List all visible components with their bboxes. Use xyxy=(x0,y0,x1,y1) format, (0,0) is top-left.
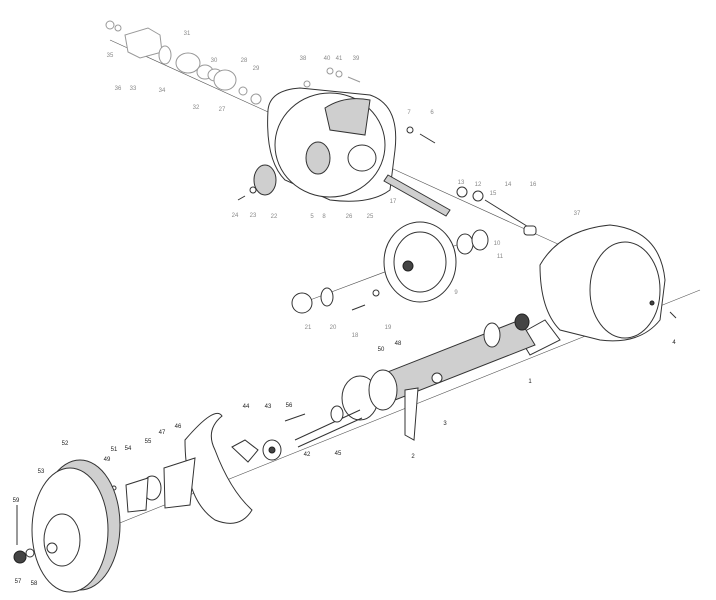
pinion-flange xyxy=(105,20,262,105)
part-label: 29 xyxy=(253,66,260,72)
part-label: 45 xyxy=(335,451,342,457)
part-label: 53 xyxy=(38,469,45,475)
part-label: 9 xyxy=(454,290,458,296)
part-label: 33 xyxy=(130,86,137,92)
part-label: 10 xyxy=(494,241,501,247)
part-label: 41 xyxy=(336,56,343,62)
part-label: 46 xyxy=(175,424,182,430)
part-label: 27 xyxy=(219,107,226,113)
part-label: 48 xyxy=(395,341,402,347)
axle-housing xyxy=(379,224,677,401)
part-label: 43 xyxy=(265,404,272,410)
part-label: 17 xyxy=(390,199,397,205)
part-label: 8 xyxy=(322,214,326,220)
part-label: 1 xyxy=(528,379,532,385)
part-label: 56 xyxy=(286,403,293,409)
part-label: 25 xyxy=(367,214,374,220)
part-label: 20 xyxy=(330,325,337,331)
ring-gear-and-pinion xyxy=(291,174,537,314)
part-label: 15 xyxy=(490,191,497,197)
part-label: 23 xyxy=(250,213,257,219)
brake-backing-plate xyxy=(103,412,253,524)
part-label: 26 xyxy=(346,214,353,220)
part-label: 35 xyxy=(107,53,114,59)
part-label: 36 xyxy=(115,86,122,92)
part-label: 28 xyxy=(241,58,248,64)
part-label: 2 xyxy=(411,454,415,460)
part-label: 40 xyxy=(324,56,331,62)
part-label: 24 xyxy=(232,213,239,219)
part-label: 37 xyxy=(574,211,581,217)
part-label: 52 xyxy=(62,441,69,447)
part-label: 30 xyxy=(211,58,218,64)
part-label: 19 xyxy=(385,325,392,331)
part-label: 7 xyxy=(407,110,411,116)
part-label: 31 xyxy=(184,31,191,37)
part-label: 39 xyxy=(353,56,360,62)
part-label: 21 xyxy=(305,325,312,331)
part-label: 11 xyxy=(497,254,504,260)
axle-shaft-and-bearings xyxy=(231,369,443,463)
part-label: 51 xyxy=(111,447,118,453)
part-label: 44 xyxy=(243,404,250,410)
part-label: 38 xyxy=(300,56,307,62)
part-label: 47 xyxy=(159,430,166,436)
part-label: 59 xyxy=(13,498,20,504)
part-labels: 35 36 33 34 31 32 30 27 28 29 38 40 41 3… xyxy=(13,31,677,587)
part-label: 49 xyxy=(104,457,111,463)
part-label: 50 xyxy=(378,347,385,353)
part-label: 34 xyxy=(159,88,166,94)
part-label: 14 xyxy=(505,182,512,188)
brake-drum xyxy=(13,459,121,593)
part-label: 3 xyxy=(443,421,447,427)
part-label: 58 xyxy=(31,581,38,587)
part-label: 5 xyxy=(310,214,314,220)
part-label: 54 xyxy=(125,446,132,452)
part-label: 55 xyxy=(145,439,152,445)
part-label: 22 xyxy=(271,214,278,220)
part-label: 16 xyxy=(530,182,537,188)
part-label: 18 xyxy=(352,333,359,339)
part-label: 13 xyxy=(458,180,465,186)
part-label: 57 xyxy=(15,579,22,585)
part-label: 12 xyxy=(475,182,482,188)
part-label: 32 xyxy=(193,105,200,111)
part-label: 4 xyxy=(672,340,676,346)
part-label: 6 xyxy=(430,110,434,116)
differential-carrier xyxy=(237,67,436,202)
part-label: 42 xyxy=(304,452,311,458)
